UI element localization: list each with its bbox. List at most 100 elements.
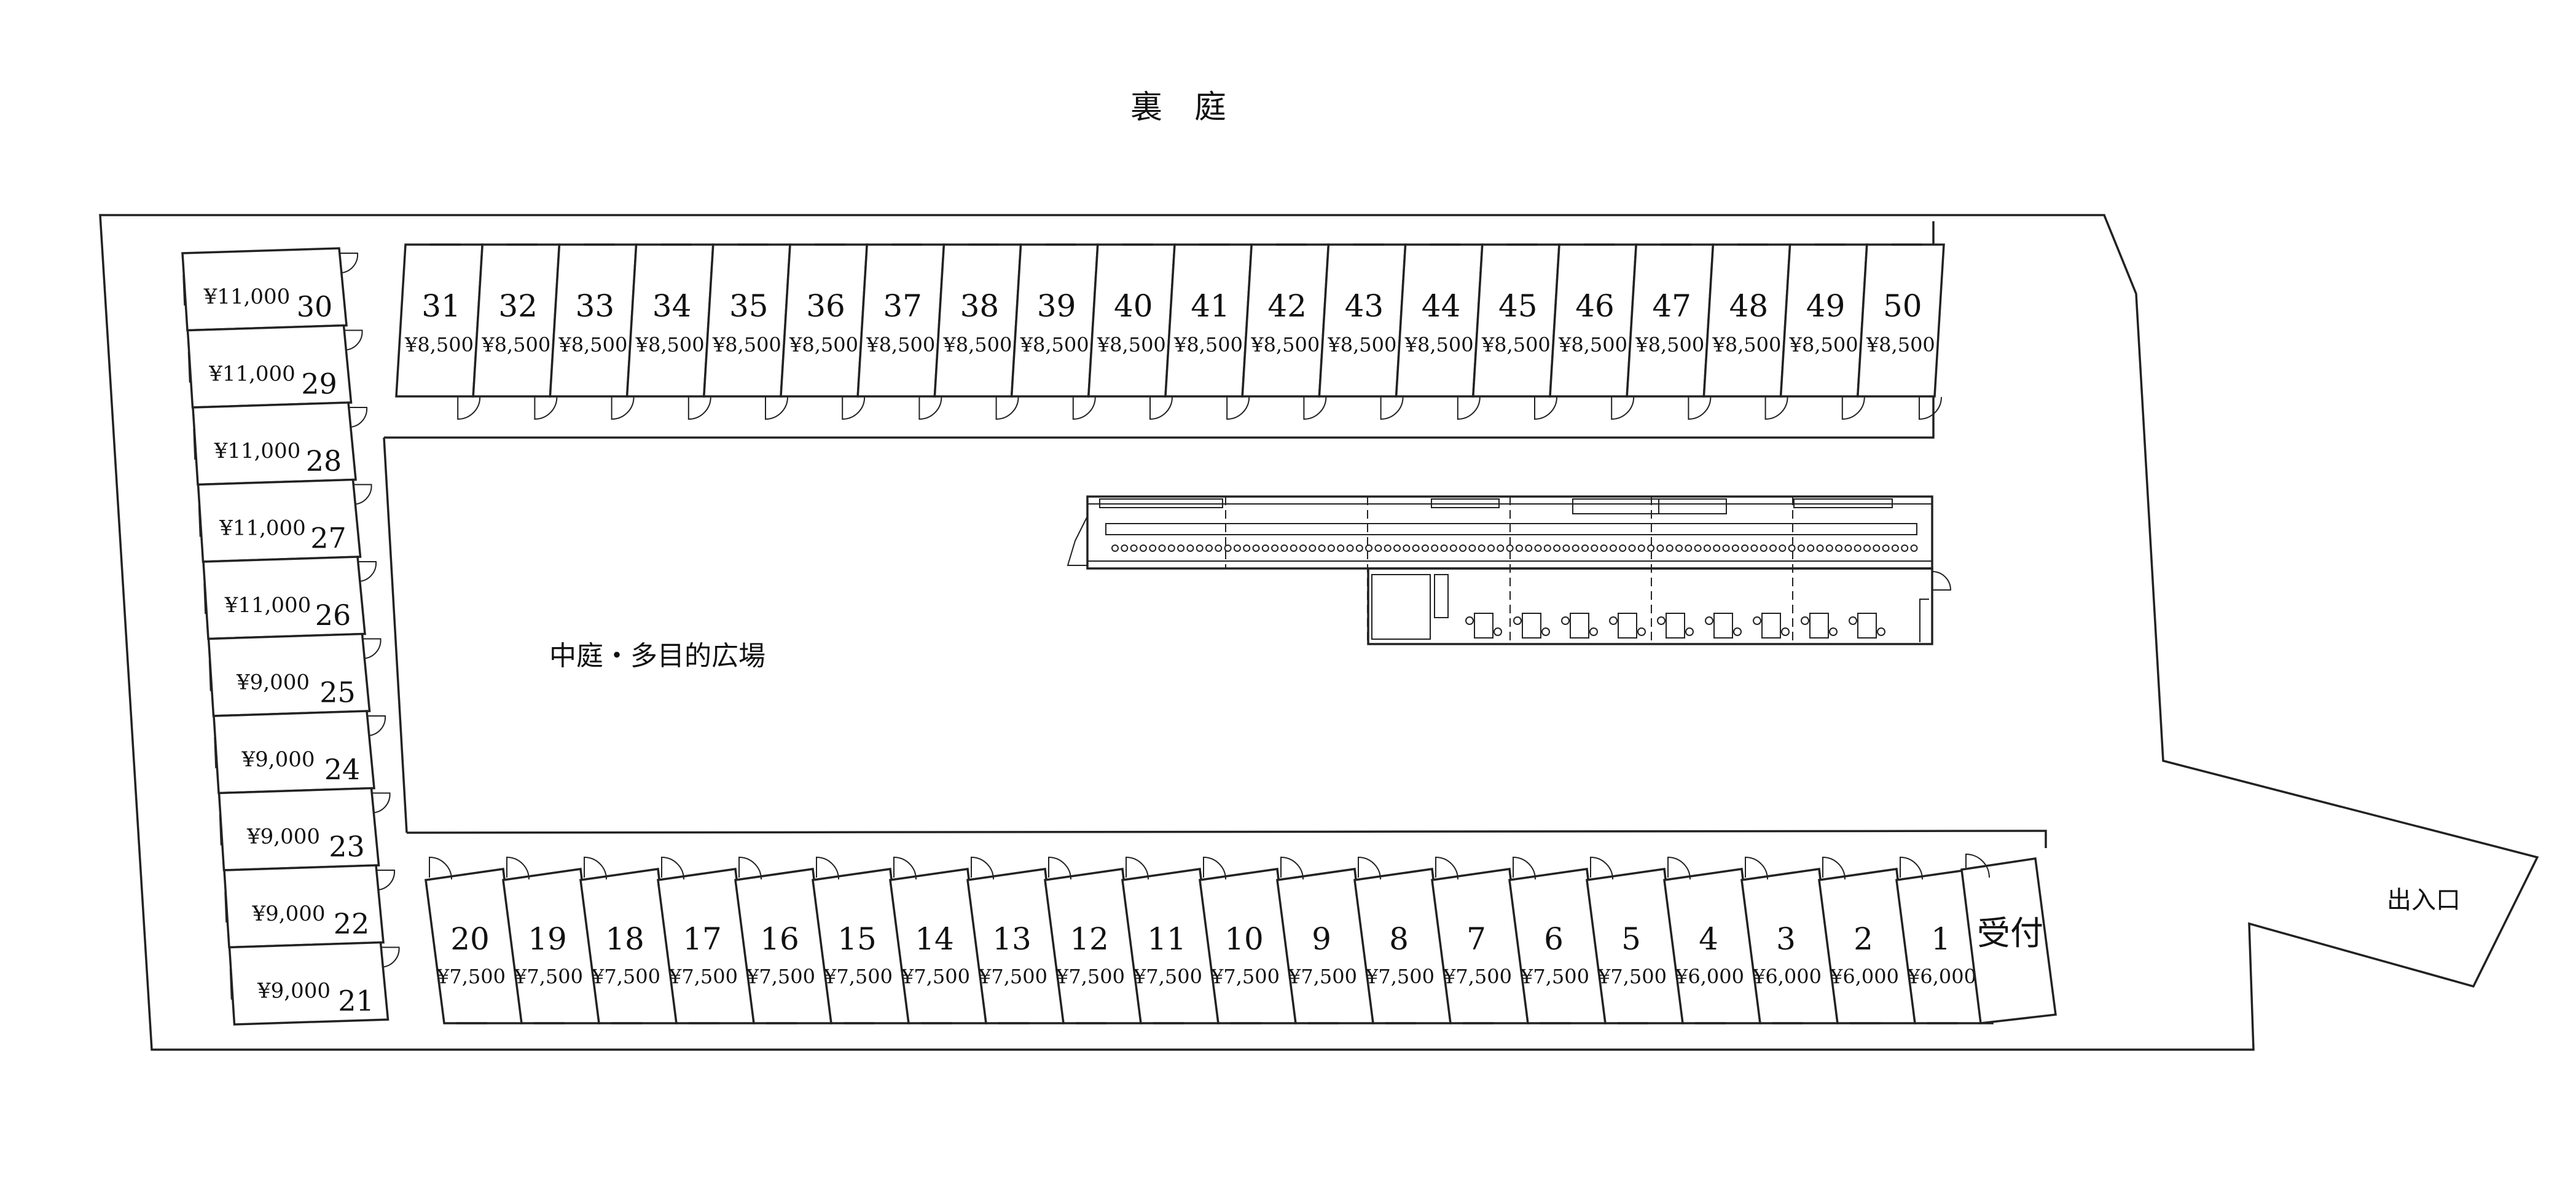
stall-price: ¥9,000: [236, 670, 310, 695]
stall-46[interactable]: 46¥8,500: [1549, 243, 1638, 420]
stall-price: ¥8,500: [481, 333, 550, 356]
stall-34[interactable]: 34¥8,500: [625, 243, 714, 420]
stall-36[interactable]: 36¥8,500: [780, 243, 869, 420]
stall-price: ¥8,500: [1558, 333, 1627, 356]
stall-5[interactable]: 5¥7,500: [1586, 856, 1684, 1024]
stall-40[interactable]: 40¥8,500: [1087, 243, 1176, 420]
backyard-label: 裏 庭: [1130, 89, 1226, 126]
stall-20[interactable]: 20¥7,500: [425, 856, 523, 1024]
seat-icon: [1215, 544, 1223, 552]
seat-icon: [1685, 544, 1693, 552]
stall-price: ¥8,500: [942, 333, 1012, 356]
stalls-top-row: 31¥8,50032¥8,50033¥8,50034¥8,50035¥8,500…: [395, 243, 1945, 420]
stall-49[interactable]: 49¥8,500: [1779, 243, 1868, 420]
seat-icon: [1750, 544, 1758, 552]
stall-price: ¥8,500: [1481, 333, 1551, 356]
seat-icon: [1581, 544, 1589, 552]
seat-icon: [1384, 544, 1392, 552]
stall-15[interactable]: 15 ¥7,500: [812, 856, 910, 1024]
stall-35[interactable]: 35¥8,500: [702, 243, 791, 420]
stall-12[interactable]: 12¥7,500: [1044, 856, 1142, 1024]
stall-price: ¥7,500: [1597, 965, 1667, 988]
stall-7[interactable]: 7¥7,500: [1431, 856, 1529, 1024]
stall-9[interactable]: 9¥7,500: [1276, 856, 1374, 1024]
stall-47[interactable]: 47¥8,500: [1626, 243, 1715, 420]
stall-45[interactable]: 45¥8,500: [1471, 243, 1560, 420]
seat-icon: [1835, 544, 1843, 552]
stall-31[interactable]: 31¥8,500: [395, 243, 484, 420]
seat-icon: [1807, 544, 1815, 552]
chair-icon: [1753, 616, 1761, 625]
stall-number: 48: [1729, 288, 1769, 324]
stall-number: 30: [297, 290, 333, 323]
seat-icon: [1224, 544, 1232, 552]
seat-icon: [1553, 544, 1561, 552]
stall-43[interactable]: 43¥8,500: [1318, 243, 1407, 420]
seat-icon: [1149, 544, 1157, 552]
stall-price: ¥7,500: [823, 965, 893, 988]
stall-13[interactable]: 13¥7,500: [966, 856, 1065, 1024]
seat-icon: [1440, 544, 1448, 552]
stall-price: ¥7,500: [1133, 965, 1202, 988]
stall-37[interactable]: 37¥8,500: [856, 243, 945, 420]
stall-6[interactable]: 6¥7,500: [1508, 856, 1607, 1024]
stall-39[interactable]: 39¥8,500: [1010, 243, 1099, 420]
seat-icon: [1779, 544, 1787, 552]
stall-price: ¥8,500: [789, 333, 858, 356]
seat-icon: [1243, 544, 1251, 552]
seat-icon: [1882, 544, 1890, 552]
stall-2[interactable]: 2¥6,000: [1818, 856, 1916, 1024]
stall-price: ¥11,000: [224, 593, 311, 618]
stall-number: 8: [1389, 921, 1409, 957]
seat-icon: [1797, 544, 1805, 552]
stall-42[interactable]: 42¥8,500: [1241, 243, 1330, 420]
seat-icon: [1572, 544, 1580, 552]
stall-48[interactable]: 48¥8,500: [1702, 243, 1791, 420]
seat-icon: [1619, 544, 1627, 552]
seat-icon: [1816, 544, 1824, 552]
seat-icon: [1497, 544, 1505, 552]
stall-number: 6: [1544, 921, 1564, 957]
seat-icon: [1656, 544, 1664, 552]
central-building: [1067, 495, 1952, 645]
stall-33[interactable]: 33¥8,500: [549, 243, 638, 420]
stall-44[interactable]: 44¥8,500: [1395, 243, 1484, 420]
seat-icon: [1910, 544, 1918, 552]
seat-icon: [1111, 544, 1119, 552]
stall-11[interactable]: 11¥7,500: [1121, 856, 1219, 1024]
stall-50[interactable]: 50¥8,500: [1856, 243, 1945, 420]
stall-price: ¥8,500: [1327, 333, 1396, 356]
stall-number: 24: [324, 753, 361, 786]
stall-price: ¥6,000: [1675, 965, 1744, 988]
stall-17[interactable]: 17¥7,500: [657, 856, 755, 1024]
seat-icon: [1374, 544, 1382, 552]
stall-number: 3: [1776, 921, 1796, 957]
stall-price: ¥8,500: [1404, 333, 1474, 356]
entrance-label: 出入口: [2387, 886, 2461, 914]
stall-4[interactable]: 4¥6,000: [1663, 856, 1761, 1024]
stall-18[interactable]: 18¥7,500: [579, 856, 678, 1024]
reception-label: 受付: [1977, 914, 2043, 953]
chair-icon: [1829, 627, 1838, 636]
stall-32[interactable]: 32¥8,500: [472, 243, 561, 420]
seat-icon: [1703, 544, 1711, 552]
stall-38[interactable]: 38¥8,500: [933, 243, 1022, 420]
stall-41[interactable]: 41¥8,500: [1164, 243, 1253, 420]
stall-16[interactable]: 16¥7,500: [734, 856, 832, 1024]
table-icon: [1570, 613, 1589, 639]
stall-number: 22: [334, 907, 370, 940]
seat-icon: [1534, 544, 1542, 552]
stall-number: 15: [837, 921, 877, 957]
stall-10[interactable]: 10¥7,500: [1199, 856, 1297, 1024]
